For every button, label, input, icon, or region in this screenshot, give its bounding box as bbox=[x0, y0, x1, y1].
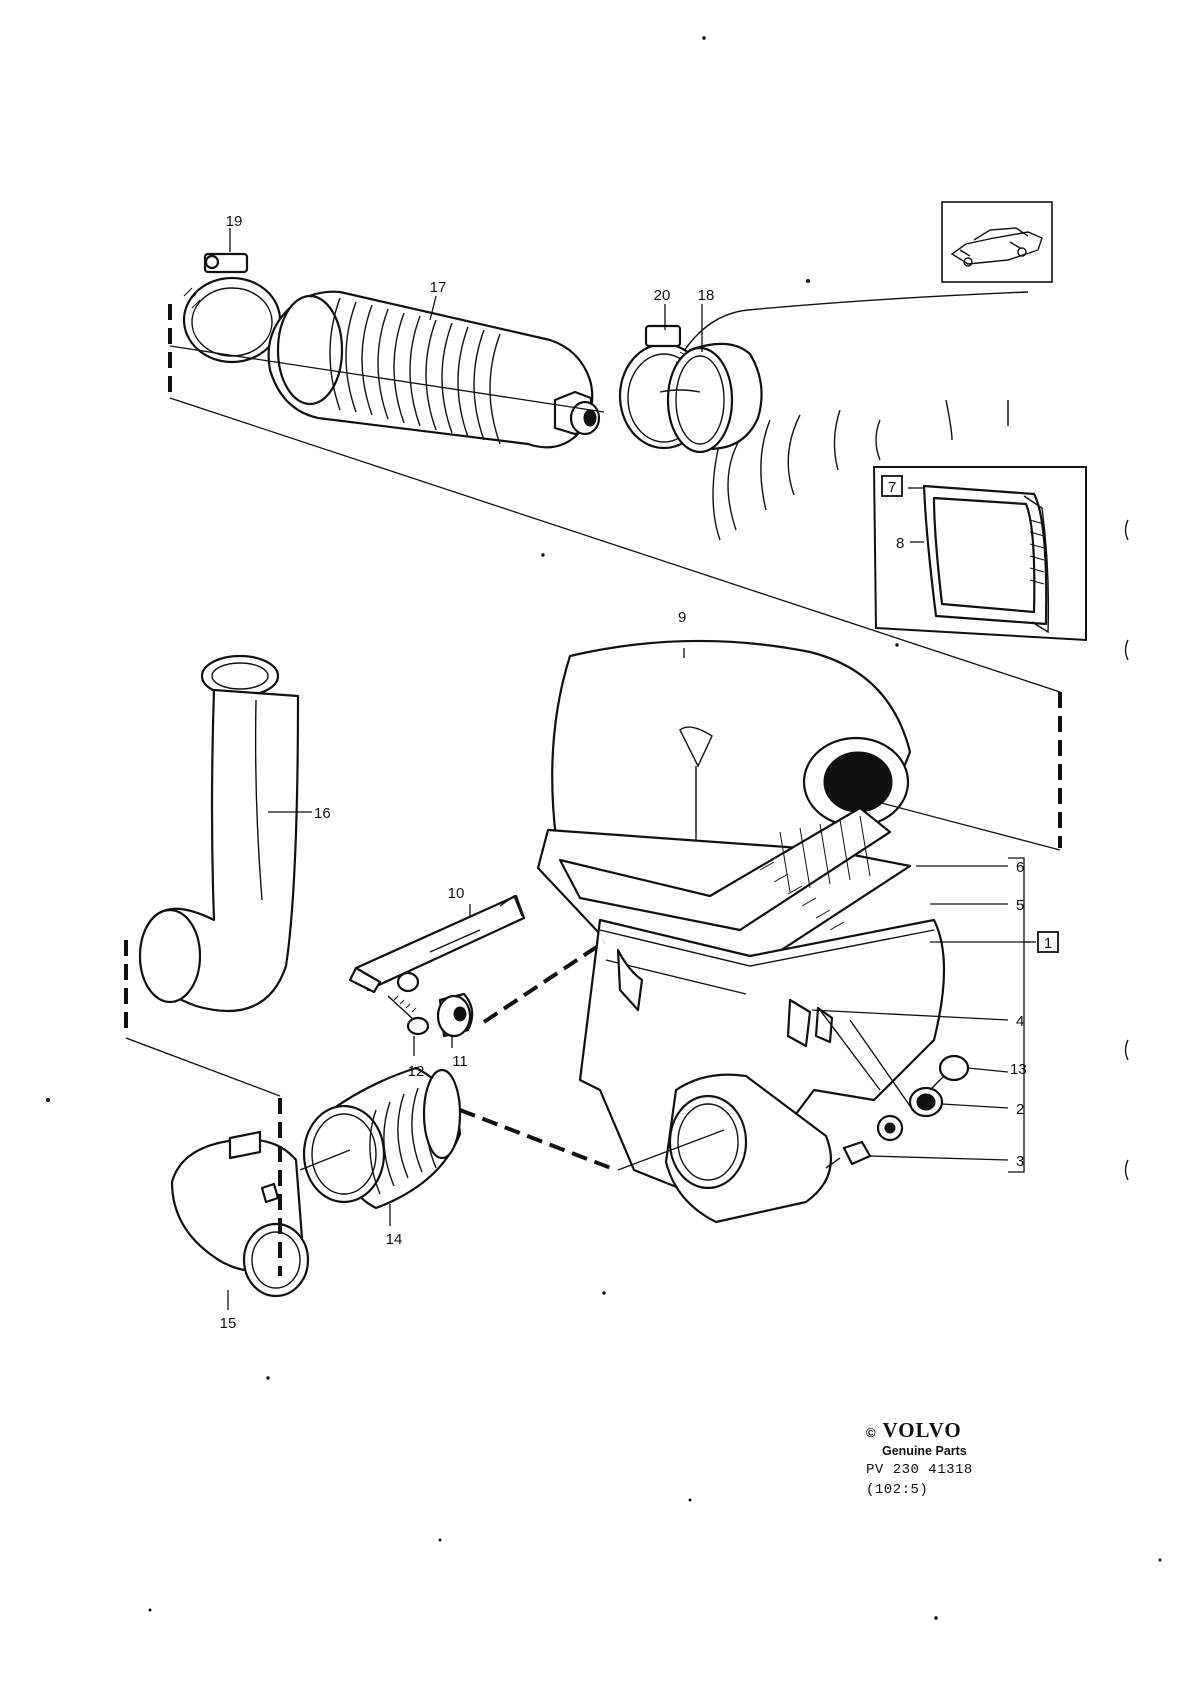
callout-13: 13 bbox=[1010, 1061, 1027, 1078]
assembly-line-upper bbox=[168, 304, 1062, 848]
callout-16: 16 bbox=[314, 805, 331, 822]
callout-18: 18 bbox=[698, 287, 715, 304]
callout-4: 4 bbox=[1016, 1013, 1024, 1030]
bracket-10 bbox=[348, 894, 526, 994]
scan-specks bbox=[46, 36, 1162, 1620]
callout-20: 20 bbox=[654, 287, 671, 304]
intake-pipe-16 bbox=[138, 654, 300, 1013]
car-thumbnail bbox=[941, 201, 1053, 283]
callout-10: 10 bbox=[448, 885, 465, 902]
mount-bolt-13 bbox=[929, 1054, 970, 1091]
callout-1: 1 bbox=[1044, 935, 1052, 952]
assembly-line-lower bbox=[124, 940, 725, 1276]
filter-inset bbox=[872, 466, 1087, 642]
callout-17: 17 bbox=[430, 279, 447, 296]
rubber-connector-14 bbox=[302, 1066, 462, 1210]
callout-11: 11 bbox=[452, 1053, 468, 1070]
callout-6: 6 bbox=[1016, 859, 1024, 876]
brand-footer: © VOLVO Genuine Parts PV 230 41318 (102:… bbox=[866, 1418, 1026, 1498]
callout-12: 12 bbox=[408, 1063, 425, 1080]
callout-labels: 2 3 4 5 6 8 9 10 11 12 13 14 15 16 17 18… bbox=[220, 213, 1027, 1332]
callout-2: 2 bbox=[1016, 1101, 1024, 1118]
callout-9: 9 bbox=[678, 609, 686, 626]
screw-12 bbox=[387, 995, 430, 1036]
brand-logo-text: VOLVO bbox=[882, 1418, 962, 1442]
leader-lines bbox=[227, 228, 1030, 1310]
mount-sleeve-3 bbox=[825, 1114, 904, 1169]
callout-5: 5 bbox=[1016, 897, 1024, 914]
elbow-15 bbox=[170, 1130, 310, 1298]
callout-8: 8 bbox=[896, 535, 904, 552]
bellows-hose-17 bbox=[267, 290, 601, 449]
reference-number: PV 230 41318 bbox=[866, 1462, 973, 1478]
callout-19: 19 bbox=[226, 213, 243, 230]
callout-15: 15 bbox=[220, 1315, 237, 1332]
brand-line: © VOLVO bbox=[866, 1418, 1026, 1443]
reference-code: (102:5) bbox=[866, 1482, 929, 1498]
callout-box-1: 1 bbox=[1037, 931, 1059, 953]
air-cleaner-cover-9 bbox=[551, 639, 1061, 886]
copyright-symbol: © bbox=[866, 1425, 877, 1440]
mount-grommet-2 bbox=[908, 1086, 944, 1118]
callout-14: 14 bbox=[386, 1231, 403, 1248]
hose-clamp-19 bbox=[182, 252, 282, 364]
connector-18 bbox=[659, 342, 763, 454]
callout-3: 3 bbox=[1016, 1153, 1024, 1170]
callout-box-7: 7 bbox=[881, 475, 903, 497]
grommet-11 bbox=[436, 992, 474, 1038]
housing-inlet bbox=[664, 1073, 833, 1224]
brand-subtitle: Genuine Parts bbox=[882, 1444, 967, 1458]
callout-7: 7 bbox=[888, 479, 896, 496]
margin-marks bbox=[1124, 519, 1129, 1181]
